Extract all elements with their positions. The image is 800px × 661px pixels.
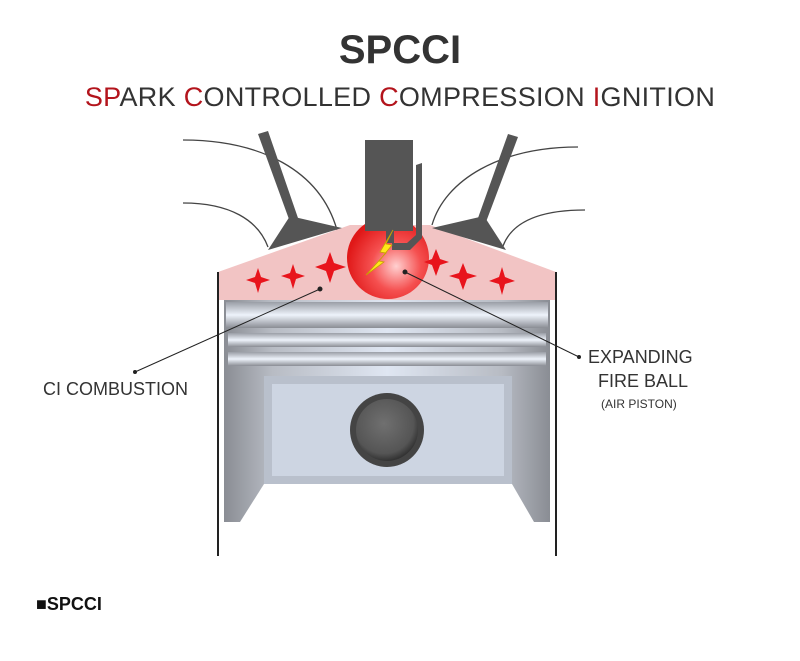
spark-icon [365, 229, 394, 276]
square-bullet-icon: ■ [36, 594, 47, 614]
label-ci-combustion: CI COMBUSTION [43, 379, 189, 399]
subtitle-part: OMPRESSION [398, 82, 593, 112]
subtitle-part: C [379, 82, 399, 112]
subtitle-part: ONTROLLED [203, 82, 380, 112]
ci-ignition-stars [246, 249, 515, 295]
piston [224, 300, 550, 522]
exhaust-valve [432, 134, 518, 250]
subtitle-part: S [84, 82, 104, 112]
subtitle-part: ARK [119, 82, 184, 112]
label-fire-ball: FIRE BALL [598, 371, 689, 391]
spark-plug [365, 140, 422, 250]
label-air-piston: (AIR PISTON) [601, 397, 677, 411]
subtitle-part: I [592, 82, 601, 112]
subtitle-part: C [183, 82, 204, 112]
label-expanding: EXPANDING [588, 347, 693, 367]
diagram-subtitle: SPARK CONTROLLED COMPRESSION IGNITION [0, 82, 800, 113]
footer-caption: ■SPCCI [36, 594, 102, 615]
subtitle-part: GNITION [600, 82, 716, 112]
fire-ball [347, 217, 429, 299]
port-curves [182, 139, 586, 248]
subtitle-part: P [103, 82, 120, 112]
intake-valve [258, 131, 342, 250]
diagram-title: SPCCI [338, 28, 462, 72]
footer-text: SPCCI [46, 594, 102, 614]
leader-lines [133, 269, 581, 374]
